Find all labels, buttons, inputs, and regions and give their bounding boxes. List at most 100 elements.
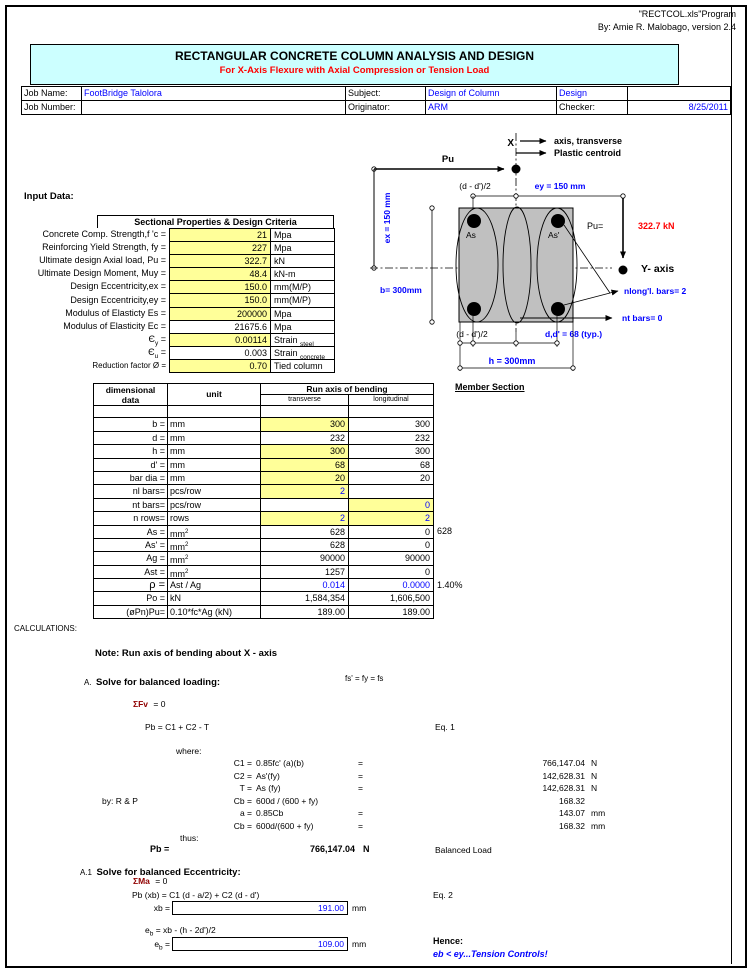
input-value-cell[interactable]: 48.4 <box>170 268 271 282</box>
dim-cell-longitudinal: 0 <box>349 538 434 553</box>
dim-cell-transverse[interactable]: 68 <box>261 458 349 472</box>
dim-cell-longitudinal[interactable]: 0 <box>349 498 434 513</box>
balanced-load-note: Balanced Load <box>435 845 492 855</box>
nlong-bars-label: nlong'l. bars= 2 <box>624 286 687 296</box>
sheet-subtitle: For X-Axis Flexure with Axial Compressio… <box>219 65 490 76</box>
rho-percent-note: 1.40% <box>437 580 463 590</box>
subject-value[interactable]: Design of Column <box>426 87 557 101</box>
dim-cell-transverse <box>261 405 349 419</box>
checker-date[interactable]: 8/25/2011 <box>628 101 731 115</box>
input-row-label: Reduction factor Ø = <box>92 361 166 370</box>
dim-header-data: dimensional data <box>93 383 168 406</box>
dim-node <box>470 340 476 346</box>
xb-unit: mm <box>352 903 367 913</box>
dim-cell-transverse: 189.00 <box>261 605 349 620</box>
callout-line <box>563 292 611 306</box>
dim-row-unit: rows <box>168 512 261 526</box>
input-row-label: Modulus of Elasticity Ec = <box>63 321 166 331</box>
dim-row-unit: mm2 <box>168 565 261 580</box>
dim-cell-transverse[interactable]: 300 <box>261 418 349 432</box>
job-name-value[interactable]: FootBridge Talolora <box>82 87 346 101</box>
member-section-heading: Member Section <box>455 382 525 392</box>
input-unit-cell: Mpa <box>271 307 335 321</box>
calculations-heading: CALCULATIONS: <box>14 624 77 633</box>
input-unit-cell-strain-steel: Strain steel <box>271 333 335 347</box>
job-name-label: Job Name: <box>22 87 82 101</box>
dim-cell-longitudinal[interactable]: 2 <box>349 512 434 526</box>
dim-row-label: As' = <box>94 538 168 553</box>
as-prime-label: As' <box>548 230 560 240</box>
input-unit-cell: mm(M/P) <box>271 281 335 295</box>
dim-cell-transverse[interactable]: 300 <box>261 445 349 459</box>
eq1-tag: Eq. 1 <box>435 722 455 732</box>
dim-row-label: Ast = <box>94 565 168 580</box>
dim-row-label: Po = <box>94 592 168 606</box>
dim-cell-longitudinal <box>349 405 434 419</box>
rebar-top-right <box>551 214 565 228</box>
input-row-label: Design Eccentricity,ex = <box>70 281 166 291</box>
dim-node <box>429 319 435 325</box>
input-value-cell[interactable]: 150.0 <box>170 294 271 308</box>
input-value-cell: 0.003 <box>170 346 271 360</box>
input-value-cell[interactable]: 0.00114 <box>170 333 271 347</box>
input-table-title: Sectional Properties & Design Criteria <box>97 215 334 228</box>
bar-group-ellipse-left <box>455 207 499 323</box>
dim-cell-transverse[interactable]: 2 <box>261 512 349 526</box>
input-value-cell[interactable]: 200000 <box>170 307 271 321</box>
dim-row-label: h = <box>94 445 168 459</box>
dim-node <box>554 340 560 346</box>
input-value-cell[interactable]: 227 <box>170 242 271 256</box>
input-value-cell[interactable]: 0.70 <box>170 359 271 374</box>
dim-row-label: b = <box>94 418 168 432</box>
job-number-value[interactable] <box>82 101 346 115</box>
y-axis-label: Y- axis <box>641 263 674 275</box>
where-label: where: <box>176 746 202 756</box>
dim-row-label: nt bars= <box>94 498 168 513</box>
input-unit-cell: Mpa <box>271 242 335 256</box>
as-total-note: 628 <box>437 526 453 536</box>
stress-note: fs' = fy = fs <box>345 674 384 683</box>
dim-cell-transverse: 1257 <box>261 565 349 580</box>
dim-row-unit: mm2 <box>168 552 261 566</box>
callout-arrow <box>609 289 619 296</box>
eb-label: eb = <box>154 939 170 952</box>
originator-value[interactable]: ARM <box>426 101 557 115</box>
plastic-centroid-dot <box>511 164 521 174</box>
dim-row-unit <box>168 405 261 419</box>
sum-fv-equation: ΣFv = 0 <box>133 699 166 709</box>
input-row-label: Modulus of Elasticty Es = <box>65 308 166 318</box>
pu-equals-label: Pu= <box>587 221 603 231</box>
job-info-table: Job Name: FootBridge Talolora Subject: D… <box>21 86 731 115</box>
dim-cell-longitudinal: 20 <box>349 471 434 486</box>
dim-row-unit: mm <box>168 418 261 432</box>
callout-line <box>563 224 611 294</box>
input-value-cell[interactable]: 322.7 <box>170 255 271 269</box>
b-dim-label: b= 300mm <box>380 285 422 295</box>
x-axis-label: X <box>507 138 514 149</box>
section-a1-heading: A.1 Solve for balanced Eccentricity: <box>80 867 241 878</box>
dim-row-label: bar dia = <box>94 471 168 486</box>
input-value-cell[interactable]: 150.0 <box>170 281 271 295</box>
dim-cell-longitudinal: 68 <box>349 458 434 472</box>
nt-bars-label: nt bars= 0 <box>622 313 663 323</box>
dim-row-unit: mm2 <box>168 538 261 553</box>
pb-result-value: 766,147.04 <box>309 844 355 854</box>
input-data-heading: Input Data: <box>24 191 74 202</box>
dim-cell-transverse[interactable]: 20 <box>261 471 349 486</box>
design-value[interactable]: Design <box>557 87 628 101</box>
dim-row-unit: Ast / Ag <box>168 579 261 593</box>
dim-cell-longitudinal: 0.0000 <box>349 579 434 593</box>
dim-header-unit: unit <box>167 383 261 406</box>
hence-label: Hence: <box>433 936 464 946</box>
input-value-cell[interactable]: 21 <box>170 229 271 243</box>
program-author: By: Amie R. Malobago, version 2.4 <box>597 22 736 32</box>
job-number-label: Job Number: <box>22 101 82 115</box>
plastic-centroid-label: Plastic centroid <box>554 148 621 158</box>
calc-note: Note: Run axis of bending about X - axis <box>95 648 278 659</box>
dim-cell-transverse[interactable]: 2 <box>261 485 349 499</box>
